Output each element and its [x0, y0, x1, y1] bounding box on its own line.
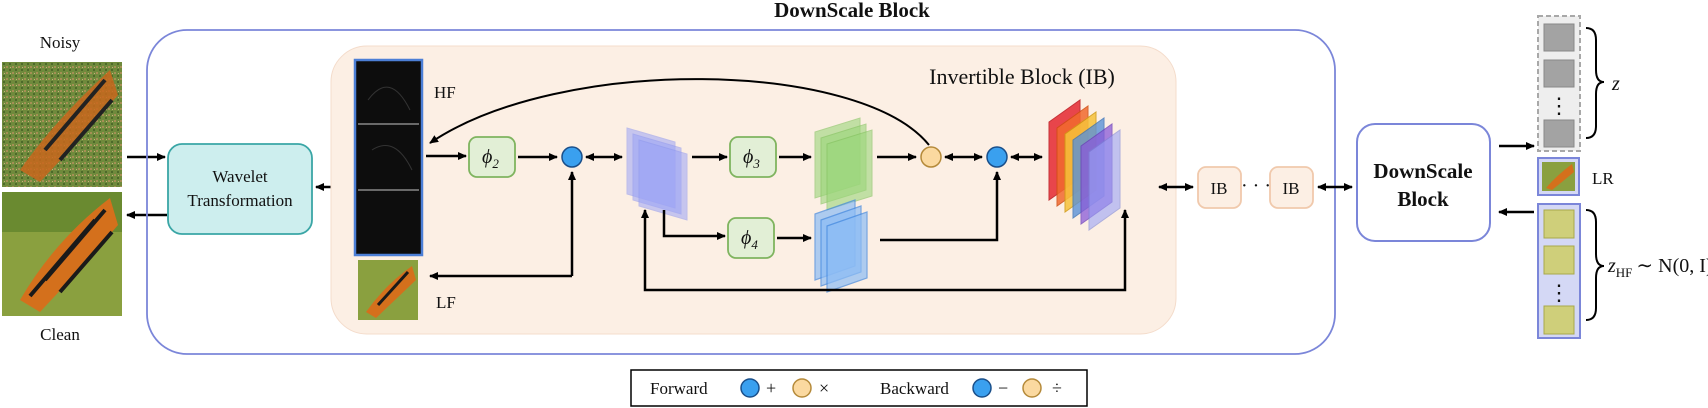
lr-image	[1537, 157, 1580, 196]
next-downscale-label-line2: Block	[1397, 187, 1449, 211]
ib-chain-label-1: IB	[1211, 179, 1228, 198]
hf-subbands-stack	[353, 58, 424, 257]
phi3-symbol: ϕ	[743, 146, 753, 168]
blue-to-phi4-arrow	[662, 210, 726, 240]
lf-label: LF	[436, 293, 456, 312]
phi4-symbol: ϕ	[741, 227, 751, 249]
zhf-label-dist: ∼ N(0, I)	[1636, 255, 1708, 277]
ib-chain-dots: · · ·	[1241, 175, 1271, 197]
z-block-3	[1543, 119, 1575, 148]
phi4-box	[727, 217, 775, 259]
lightblue-to-add2-arrow	[880, 171, 1001, 242]
ib-chain-box-1	[1197, 166, 1242, 209]
diagram-title: DownScale Block	[774, 0, 930, 22]
legend-backward-sub-icon	[972, 378, 992, 398]
legend-forward-op2: ×	[819, 378, 829, 398]
next-downscale-block	[1356, 123, 1491, 242]
wavelet-label-line2: Transformation	[187, 191, 293, 210]
legend-backward-div-icon	[1022, 378, 1042, 398]
clean-label: Clean	[40, 325, 80, 344]
lightblue-feature-stack	[814, 199, 868, 293]
svg-text:zHF∼ N(0, I): zHF∼ N(0, I)	[1607, 255, 1708, 280]
z-block-1	[1543, 23, 1575, 52]
legend-backward-op2: ÷	[1052, 378, 1062, 398]
legend-forward-op1: +	[766, 378, 776, 398]
z-block-2	[1543, 59, 1575, 88]
ib-chain-box-2	[1269, 166, 1314, 209]
svg-text:ϕ3: ϕ3	[743, 146, 760, 171]
invertible-block-title: Invertible Block (IB)	[929, 64, 1115, 89]
zhf-block-2	[1543, 245, 1575, 275]
clean-butterfly-image	[2, 192, 122, 316]
zhf-label-sub: HF	[1616, 265, 1633, 280]
add-node-1	[561, 146, 583, 168]
phi3-box	[729, 136, 777, 178]
zhf-brace	[1585, 209, 1605, 321]
rainbow-output-stack	[1048, 99, 1121, 231]
legend-backward-op1: −	[998, 378, 1008, 398]
blue-feature-stack	[626, 127, 688, 221]
svg-text:ϕ2: ϕ2	[482, 146, 499, 171]
hf-label: HF	[434, 83, 456, 102]
legend-backward-label: Backward	[880, 379, 949, 398]
output-to-blue-loop-arrow	[641, 209, 1129, 292]
zhf-block-3	[1543, 305, 1575, 335]
mul-to-hf-curved-arrow	[429, 78, 930, 146]
legend-forward-label: Forward	[650, 379, 708, 398]
legend-box	[630, 369, 1088, 407]
zhf-vdots: ⋮	[1548, 280, 1570, 305]
green-feature-stack	[814, 117, 873, 211]
downscale-block-frame	[146, 29, 1336, 355]
next-downscale-label-line1: DownScale	[1373, 159, 1472, 183]
zhf-label-z: z	[1607, 255, 1616, 277]
z-label: z	[1611, 73, 1620, 95]
lf-image	[358, 260, 418, 320]
legend-forward-add-icon	[740, 378, 760, 398]
ib-chain-label-2: IB	[1283, 179, 1300, 198]
add-node-2	[986, 146, 1008, 168]
noisy-butterfly-image	[2, 62, 122, 187]
phi2-symbol: ϕ	[482, 146, 492, 168]
phi4-subscript: 4	[751, 237, 758, 252]
z-brace	[1585, 27, 1605, 139]
lr-label: LR	[1592, 169, 1614, 188]
wavelet-label-line1: Wavelet	[212, 167, 268, 186]
svg-text:ϕ4: ϕ4	[741, 227, 758, 252]
z-vdots: ⋮	[1548, 93, 1570, 118]
phi2-box	[468, 136, 516, 178]
phi2-subscript: 2	[492, 156, 499, 171]
legend-forward-mul-icon	[792, 378, 812, 398]
noisy-label: Noisy	[40, 33, 81, 52]
wavelet-transformation-box	[167, 143, 313, 235]
zhf-block-1	[1543, 209, 1575, 239]
mul-node	[920, 146, 942, 168]
phi3-subscript: 3	[752, 156, 760, 171]
